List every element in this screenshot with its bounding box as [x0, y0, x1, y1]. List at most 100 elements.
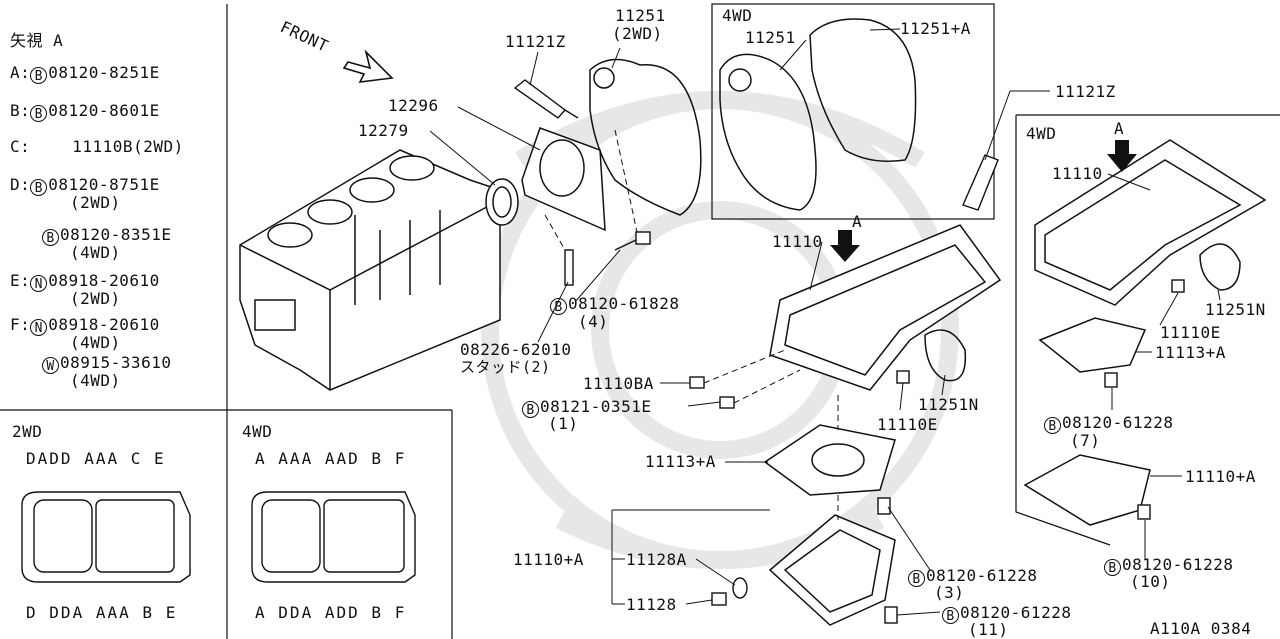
letter: D	[26, 449, 38, 468]
letter: F	[394, 449, 407, 468]
circle-b-icon: B	[550, 298, 567, 315]
part-number: 08120-61228	[1122, 555, 1234, 574]
letter: D	[60, 603, 73, 622]
part-number: 08120-61228	[960, 603, 1072, 622]
legend-part: 08918-20610	[48, 315, 160, 334]
letter: F	[394, 603, 407, 622]
letter: D	[49, 449, 61, 468]
letter: A	[336, 449, 349, 468]
view-arrow-center-icon	[830, 230, 860, 262]
legend-key: D:	[10, 175, 31, 194]
callout-qty-11: (11)	[968, 620, 1009, 639]
seal-retainer	[521, 127, 606, 232]
panel-2wd-bottom-letters: D DDA AAA B E	[26, 603, 177, 622]
phantom-lines	[544, 129, 839, 520]
letter: A	[119, 603, 131, 622]
letter: D	[49, 603, 61, 622]
circle-n-icon: N	[30, 275, 48, 292]
callout-4wd-right: 4WD	[1026, 124, 1057, 143]
lower-pan-11110a	[768, 514, 896, 626]
box-4wd-gaskets	[711, 3, 995, 220]
leader-lines	[429, 28, 1221, 616]
circle-w-icon: W	[42, 357, 59, 374]
letter: D	[336, 603, 349, 622]
callout-11251n: 11251N	[918, 395, 979, 414]
pan-outline-4wd	[251, 491, 416, 583]
sealant-tube-top	[513, 79, 579, 119]
callout-12279: 12279	[358, 121, 409, 140]
legend-sub: (4WD)	[70, 371, 121, 390]
box-4wd-right-side	[1015, 115, 1111, 546]
part-number: 08120-61228	[926, 566, 1038, 585]
letter: B	[371, 449, 384, 468]
callout-qty-1: (1)	[548, 414, 579, 433]
letter: D	[60, 449, 73, 468]
letter: E	[154, 449, 166, 468]
callout-11110a: 11110+A	[513, 550, 584, 569]
legend-key: B:	[10, 101, 31, 120]
circle-b-icon: B	[30, 67, 48, 84]
legend-key: F:	[10, 315, 31, 334]
letter: D	[278, 603, 290, 622]
bolts-center	[689, 370, 910, 624]
letter: A	[301, 603, 314, 622]
letter: D	[348, 603, 360, 622]
legend-sub: (2WD)	[70, 193, 121, 212]
pan-outline-2wd	[21, 491, 191, 583]
gasket-4wd-11251	[719, 53, 817, 211]
circle-b-icon: B	[942, 607, 959, 624]
stud	[564, 249, 574, 286]
circle-b-icon: B	[1104, 559, 1121, 576]
panel-4wd-top-letters: A AAA AAD B F	[255, 449, 406, 468]
legend-sub: (2WD)	[70, 289, 121, 308]
panel-title-4wd: 4WD	[242, 422, 273, 441]
circle-b-icon: B	[522, 401, 539, 418]
callout-11110a-right: 11110+A	[1185, 467, 1256, 486]
callout-stud: スタッド(2)	[460, 358, 551, 376]
sealant-tube-right	[962, 154, 999, 211]
letter: A	[324, 603, 337, 622]
callout-11110ba: 11110BA	[583, 374, 654, 393]
legend-row-c: C:11110B(2WD)	[10, 138, 184, 156]
callout-11251-2wd: 11251	[615, 6, 666, 25]
letter: A	[301, 449, 314, 468]
lower-pan-11110a-right	[1023, 454, 1151, 526]
panel-2wd-top-letters: DADD AAA C E	[26, 449, 166, 468]
callout-qty-7: (7)	[1070, 431, 1101, 450]
part-number: 08121-0351E	[540, 397, 652, 416]
engine-block	[239, 149, 501, 391]
letter: A	[72, 603, 85, 622]
part-number: 08120-61228	[1062, 413, 1174, 432]
callout-11113a-right: 11113+A	[1155, 343, 1226, 362]
circle-b-icon: B	[30, 105, 48, 122]
letter: A	[278, 449, 290, 468]
callout-11113a: 11113+A	[645, 452, 716, 471]
circle-b-icon: B	[42, 229, 59, 246]
letter: A	[95, 449, 108, 468]
letter: A	[107, 449, 120, 468]
letter: A	[324, 449, 337, 468]
callout-11121z-top: 11121Z	[505, 32, 566, 51]
circle-b-icon: B	[908, 570, 925, 587]
panel-title-2wd: 2WD	[12, 422, 43, 441]
callout-11251n-right: 11251N	[1205, 300, 1266, 319]
letter: A	[107, 603, 120, 622]
oil-pan-4wd	[1034, 139, 1267, 306]
callout-11110e: 11110E	[877, 415, 938, 434]
legend-part: 08120-8751E	[48, 175, 160, 194]
callout-11121z-right: 11121Z	[1055, 82, 1116, 101]
bolts-right	[1104, 279, 1185, 520]
legend-title: 矢視 A	[10, 31, 64, 50]
legend-part: 11110B(2WD)	[72, 137, 184, 156]
plate-11113a-right	[1038, 317, 1147, 373]
